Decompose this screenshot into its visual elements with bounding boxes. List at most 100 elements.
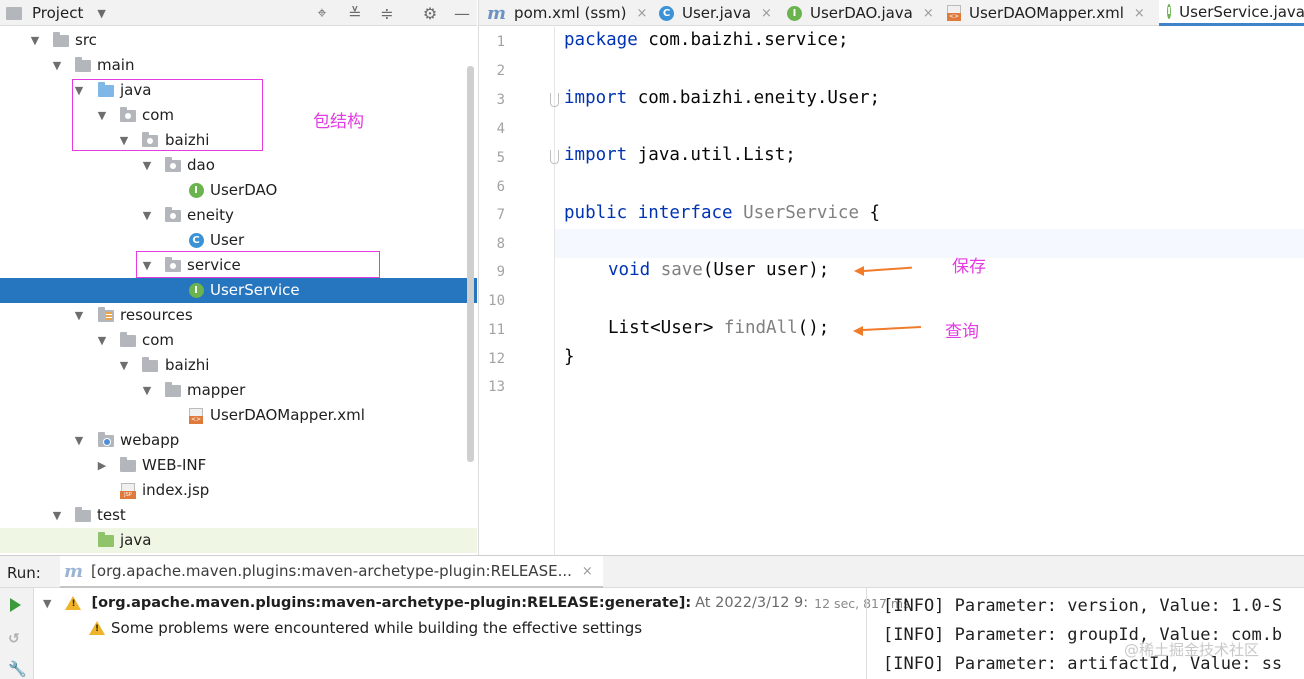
fold-marker-icon[interactable]	[550, 93, 559, 107]
package-icon	[141, 128, 159, 153]
tab-pom-xml[interactable]: m pom.xml (ssm) ×	[487, 0, 647, 26]
expand-arrow-icon[interactable]: ▼	[119, 134, 129, 147]
console-line: [INFO] Parameter: groupId, Value: com.b	[883, 625, 1283, 645]
console-output[interactable]: [INFO] Parameter: version, Value: 1.0-S …	[866, 588, 1304, 679]
tree-label: service	[187, 256, 241, 274]
project-view-selector[interactable]: Project ▼	[6, 0, 106, 26]
tree-label: java	[120, 81, 152, 99]
expand-arrow-icon[interactable]: ▼	[97, 334, 107, 347]
close-icon[interactable]: ×	[581, 563, 593, 579]
watermark: @稀土掘金技术社区	[1124, 641, 1260, 659]
minimize-icon[interactable]: —	[454, 3, 470, 23]
tree-node-userdao[interactable]: I UserDAO	[0, 178, 477, 203]
line-number: 8	[496, 236, 505, 252]
tree-node-resources[interactable]: ▼ resources	[0, 303, 477, 328]
tree-label: src	[75, 31, 97, 49]
close-icon[interactable]: ×	[922, 5, 934, 21]
close-icon[interactable]: ×	[761, 5, 772, 21]
collapsed-arrow-icon[interactable]: ▶	[97, 459, 107, 472]
run-task-row[interactable]: ▼ [org.apache.maven.plugins:maven-archet…	[43, 595, 910, 611]
expand-arrow-icon[interactable]: ▼	[142, 159, 152, 172]
tree-node-userservice[interactable]: I UserService	[0, 278, 477, 303]
tree-node-eneity[interactable]: ▼ eneity	[0, 203, 477, 228]
expand-arrow-icon[interactable]: ▼	[30, 34, 40, 47]
expand-arrow-icon[interactable]: ▼	[43, 596, 52, 610]
tree-node-userdaomapper-xml[interactable]: UserDAOMapper.xml	[0, 403, 477, 428]
tree-node-dao[interactable]: ▼ dao	[0, 153, 477, 178]
code-editor[interactable]: package com.baizhi.service; import com.b…	[550, 27, 1304, 555]
code-line-11: List<User> findAll();	[608, 318, 830, 338]
run-task-duration: 12 sec, 817 ms	[814, 595, 910, 611]
package-icon	[119, 103, 137, 128]
tree-label: eneity	[187, 206, 234, 224]
line-number: 5	[496, 150, 505, 166]
run-toolbar: ↺ 🔧	[0, 588, 34, 679]
tree-node-service[interactable]: ▼ service	[0, 253, 477, 278]
tree-node-test-java[interactable]: java	[0, 528, 477, 553]
interface-icon: I	[187, 178, 205, 203]
fold-marker-icon[interactable]	[550, 150, 559, 164]
wrench-icon[interactable]: 🔧	[8, 660, 27, 678]
restart-icon[interactable]: ↺	[8, 631, 20, 647]
expand-arrow-icon[interactable]: ▼	[142, 259, 152, 272]
expand-all-icon[interactable]: ≑	[380, 3, 394, 23]
tree-scrollbar[interactable]	[467, 66, 474, 462]
interface-icon: I	[1167, 4, 1172, 19]
expand-arrow-icon[interactable]: ▼	[52, 509, 62, 522]
close-icon[interactable]: ×	[636, 5, 648, 21]
tree-node-web-inf[interactable]: ▶ WEB-INF	[0, 453, 477, 478]
target-icon[interactable]: ⌖	[317, 3, 327, 22]
interface-icon: I	[187, 278, 205, 303]
tree-node-user[interactable]: C User	[0, 228, 477, 253]
tree-node-index-jsp[interactable]: index.jsp	[0, 478, 477, 503]
chevron-down-icon[interactable]: ▼	[97, 6, 106, 20]
folder-icon	[6, 6, 22, 20]
source-folder-icon	[97, 78, 115, 103]
tab-user-java[interactable]: C User.java ×	[659, 0, 772, 26]
collapse-all-icon[interactable]: ≚	[348, 3, 362, 23]
package-structure-highlight	[72, 79, 263, 151]
expand-arrow-icon[interactable]: ▼	[142, 209, 152, 222]
tree-node-webapp[interactable]: ▼ webapp	[0, 428, 477, 453]
package-structure-annotation: 包结构	[313, 112, 364, 132]
tree-node-test[interactable]: ▼ test	[0, 503, 477, 528]
tab-userdaomapper-xml[interactable]: UserDAOMapper.xml ×	[947, 0, 1145, 26]
tree-node-com[interactable]: ▼ com	[0, 103, 477, 128]
tree-node-java[interactable]: ▼ java	[0, 78, 477, 103]
expand-arrow-icon[interactable]: ▼	[119, 359, 129, 372]
tree-node-baizhi[interactable]: ▼ baizhi	[0, 128, 477, 153]
line-number: 12	[488, 351, 505, 367]
expand-arrow-icon[interactable]: ▼	[74, 434, 84, 447]
interface-icon: I	[787, 5, 802, 21]
expand-arrow-icon[interactable]: ▼	[142, 384, 152, 397]
expand-arrow-icon[interactable]: ▼	[74, 309, 84, 322]
tree-node-baizhi[interactable]: ▼ baizhi	[0, 353, 477, 378]
expand-arrow-icon[interactable]: ▼	[97, 109, 107, 122]
tree-label: UserService	[210, 281, 300, 299]
run-tab[interactable]: m [org.apache.maven.plugins:maven-archet…	[60, 556, 603, 588]
run-task-title: [org.apache.maven.plugins:maven-archetyp…	[91, 595, 692, 611]
tree-label: UserDAO	[210, 181, 278, 199]
console-line: [INFO] Parameter: artifactId, Value: ss	[883, 654, 1283, 674]
rerun-icon[interactable]	[10, 598, 21, 612]
tree-label: mapper	[187, 381, 246, 399]
run-label: Run:	[7, 564, 41, 582]
resources-folder-icon	[97, 303, 115, 328]
tree-node-com[interactable]: ▼ com	[0, 328, 477, 353]
expand-arrow-icon[interactable]: ▼	[74, 84, 84, 97]
tab-userdao-java[interactable]: I UserDAO.java ×	[787, 0, 934, 26]
expand-arrow-icon[interactable]: ▼	[52, 59, 62, 72]
class-icon: C	[659, 5, 674, 21]
tree-label: WEB-INF	[142, 456, 207, 474]
tab-userservice-java[interactable]: I UserService.java	[1159, 0, 1304, 26]
console-line: [INFO] Parameter: version, Value: 1.0-S	[883, 596, 1283, 616]
gear-icon[interactable]: ⚙	[422, 3, 438, 23]
code-line-3: import com.baizhi.eneity.User;	[564, 88, 881, 108]
tree-node-main[interactable]: ▼ main	[0, 53, 477, 78]
package-icon	[164, 253, 182, 278]
code-line-1: package com.baizhi.service;	[564, 30, 849, 50]
close-icon[interactable]: ×	[1133, 5, 1145, 21]
run-warning-row[interactable]: Some problems were encountered while bui…	[89, 619, 642, 637]
tree-node-src[interactable]: ▼ src	[0, 28, 477, 53]
tree-node-mapper[interactable]: ▼ mapper	[0, 378, 477, 403]
